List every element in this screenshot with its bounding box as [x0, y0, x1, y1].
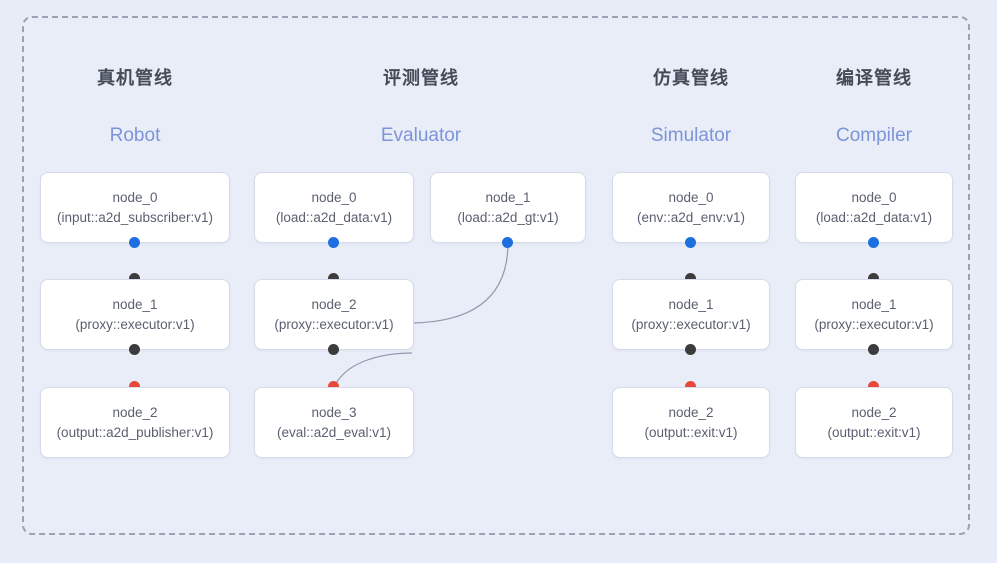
node-name: node_1	[668, 296, 714, 312]
node-spec: (load::a2d_gt:v1)	[457, 209, 559, 225]
node-spec: (proxy::executor:v1)	[75, 316, 195, 332]
column-title-cn-simulator: 仿真管线	[653, 68, 729, 88]
node-box-evaluator-3[interactable]: node_3 (eval::a2d_eval:v1)	[254, 387, 414, 458]
node-name: node_0	[668, 189, 714, 205]
column-title-en-evaluator: Evaluator	[380, 125, 462, 146]
node-spec: (env::a2d_env:v1)	[636, 209, 746, 225]
column-title-en-simulator: Simulator	[650, 125, 732, 146]
node-box-robot-0[interactable]: node_0 (input::a2d_subscriber:v1)	[40, 172, 230, 243]
node-box-robot-1[interactable]: node_1 (proxy::executor:v1)	[40, 279, 230, 350]
column-title-en-compiler: Compiler	[835, 125, 913, 146]
column-title-en-robot: Robot	[109, 125, 161, 146]
node-name: node_0	[311, 189, 357, 205]
node-spec: (proxy::executor:v1)	[274, 316, 394, 332]
port-output-dot-compiler-0[interactable]	[868, 237, 879, 248]
port-output-dot-evaluator-gt[interactable]	[502, 237, 513, 248]
node-name: node_1	[851, 296, 897, 312]
node-spec: (output::a2d_publisher:v1)	[56, 424, 214, 440]
node-name: node_1	[485, 189, 531, 205]
node-box-simulator-2[interactable]: node_2 (output::exit:v1)	[612, 387, 770, 458]
node-spec: (output::exit:v1)	[827, 424, 921, 440]
node-name: node_2	[851, 404, 897, 420]
port-output-dot-evaluator-2[interactable]	[328, 344, 339, 355]
port-output-dot-simulator-0[interactable]	[685, 237, 696, 248]
node-box-simulator-1[interactable]: node_1 (proxy::executor:v1)	[612, 279, 770, 350]
port-output-dot-compiler-1[interactable]	[868, 344, 879, 355]
node-name: node_2	[668, 404, 714, 420]
port-output-dot-simulator-1[interactable]	[685, 344, 696, 355]
column-title-cn-evaluator: 评测管线	[383, 68, 459, 88]
column-title-cn-robot: 真机管线	[97, 68, 173, 88]
node-name: node_3	[311, 404, 357, 420]
node-spec: (input::a2d_subscriber:v1)	[56, 209, 214, 225]
node-spec: (load::a2d_data:v1)	[815, 209, 933, 225]
node-box-robot-2[interactable]: node_2 (output::a2d_publisher:v1)	[40, 387, 230, 458]
node-spec: (proxy::executor:v1)	[814, 316, 934, 332]
node-box-evaluator-2[interactable]: node_2 (proxy::executor:v1)	[254, 279, 414, 350]
node-spec: (eval::a2d_eval:v1)	[276, 424, 392, 440]
node-box-compiler-0[interactable]: node_0 (load::a2d_data:v1)	[795, 172, 953, 243]
port-output-dot-robot-0[interactable]	[129, 237, 140, 248]
node-spec: (load::a2d_data:v1)	[275, 209, 393, 225]
node-box-evaluator-0[interactable]: node_0 (load::a2d_data:v1)	[254, 172, 414, 243]
node-box-evaluator-gt[interactable]: node_1 (load::a2d_gt:v1)	[430, 172, 586, 243]
node-name: node_0	[112, 189, 158, 205]
node-name: node_2	[311, 296, 357, 312]
node-box-compiler-2[interactable]: node_2 (output::exit:v1)	[795, 387, 953, 458]
port-output-dot-robot-1[interactable]	[129, 344, 140, 355]
node-box-compiler-1[interactable]: node_1 (proxy::executor:v1)	[795, 279, 953, 350]
node-name: node_0	[851, 189, 897, 205]
node-box-simulator-0[interactable]: node_0 (env::a2d_env:v1)	[612, 172, 770, 243]
node-name: node_2	[112, 404, 158, 420]
port-output-dot-evaluator-0[interactable]	[328, 237, 339, 248]
node-spec: (proxy::executor:v1)	[631, 316, 751, 332]
node-spec: (output::exit:v1)	[644, 424, 738, 440]
column-title-cn-compiler: 编译管线	[836, 68, 912, 88]
node-name: node_1	[112, 296, 158, 312]
